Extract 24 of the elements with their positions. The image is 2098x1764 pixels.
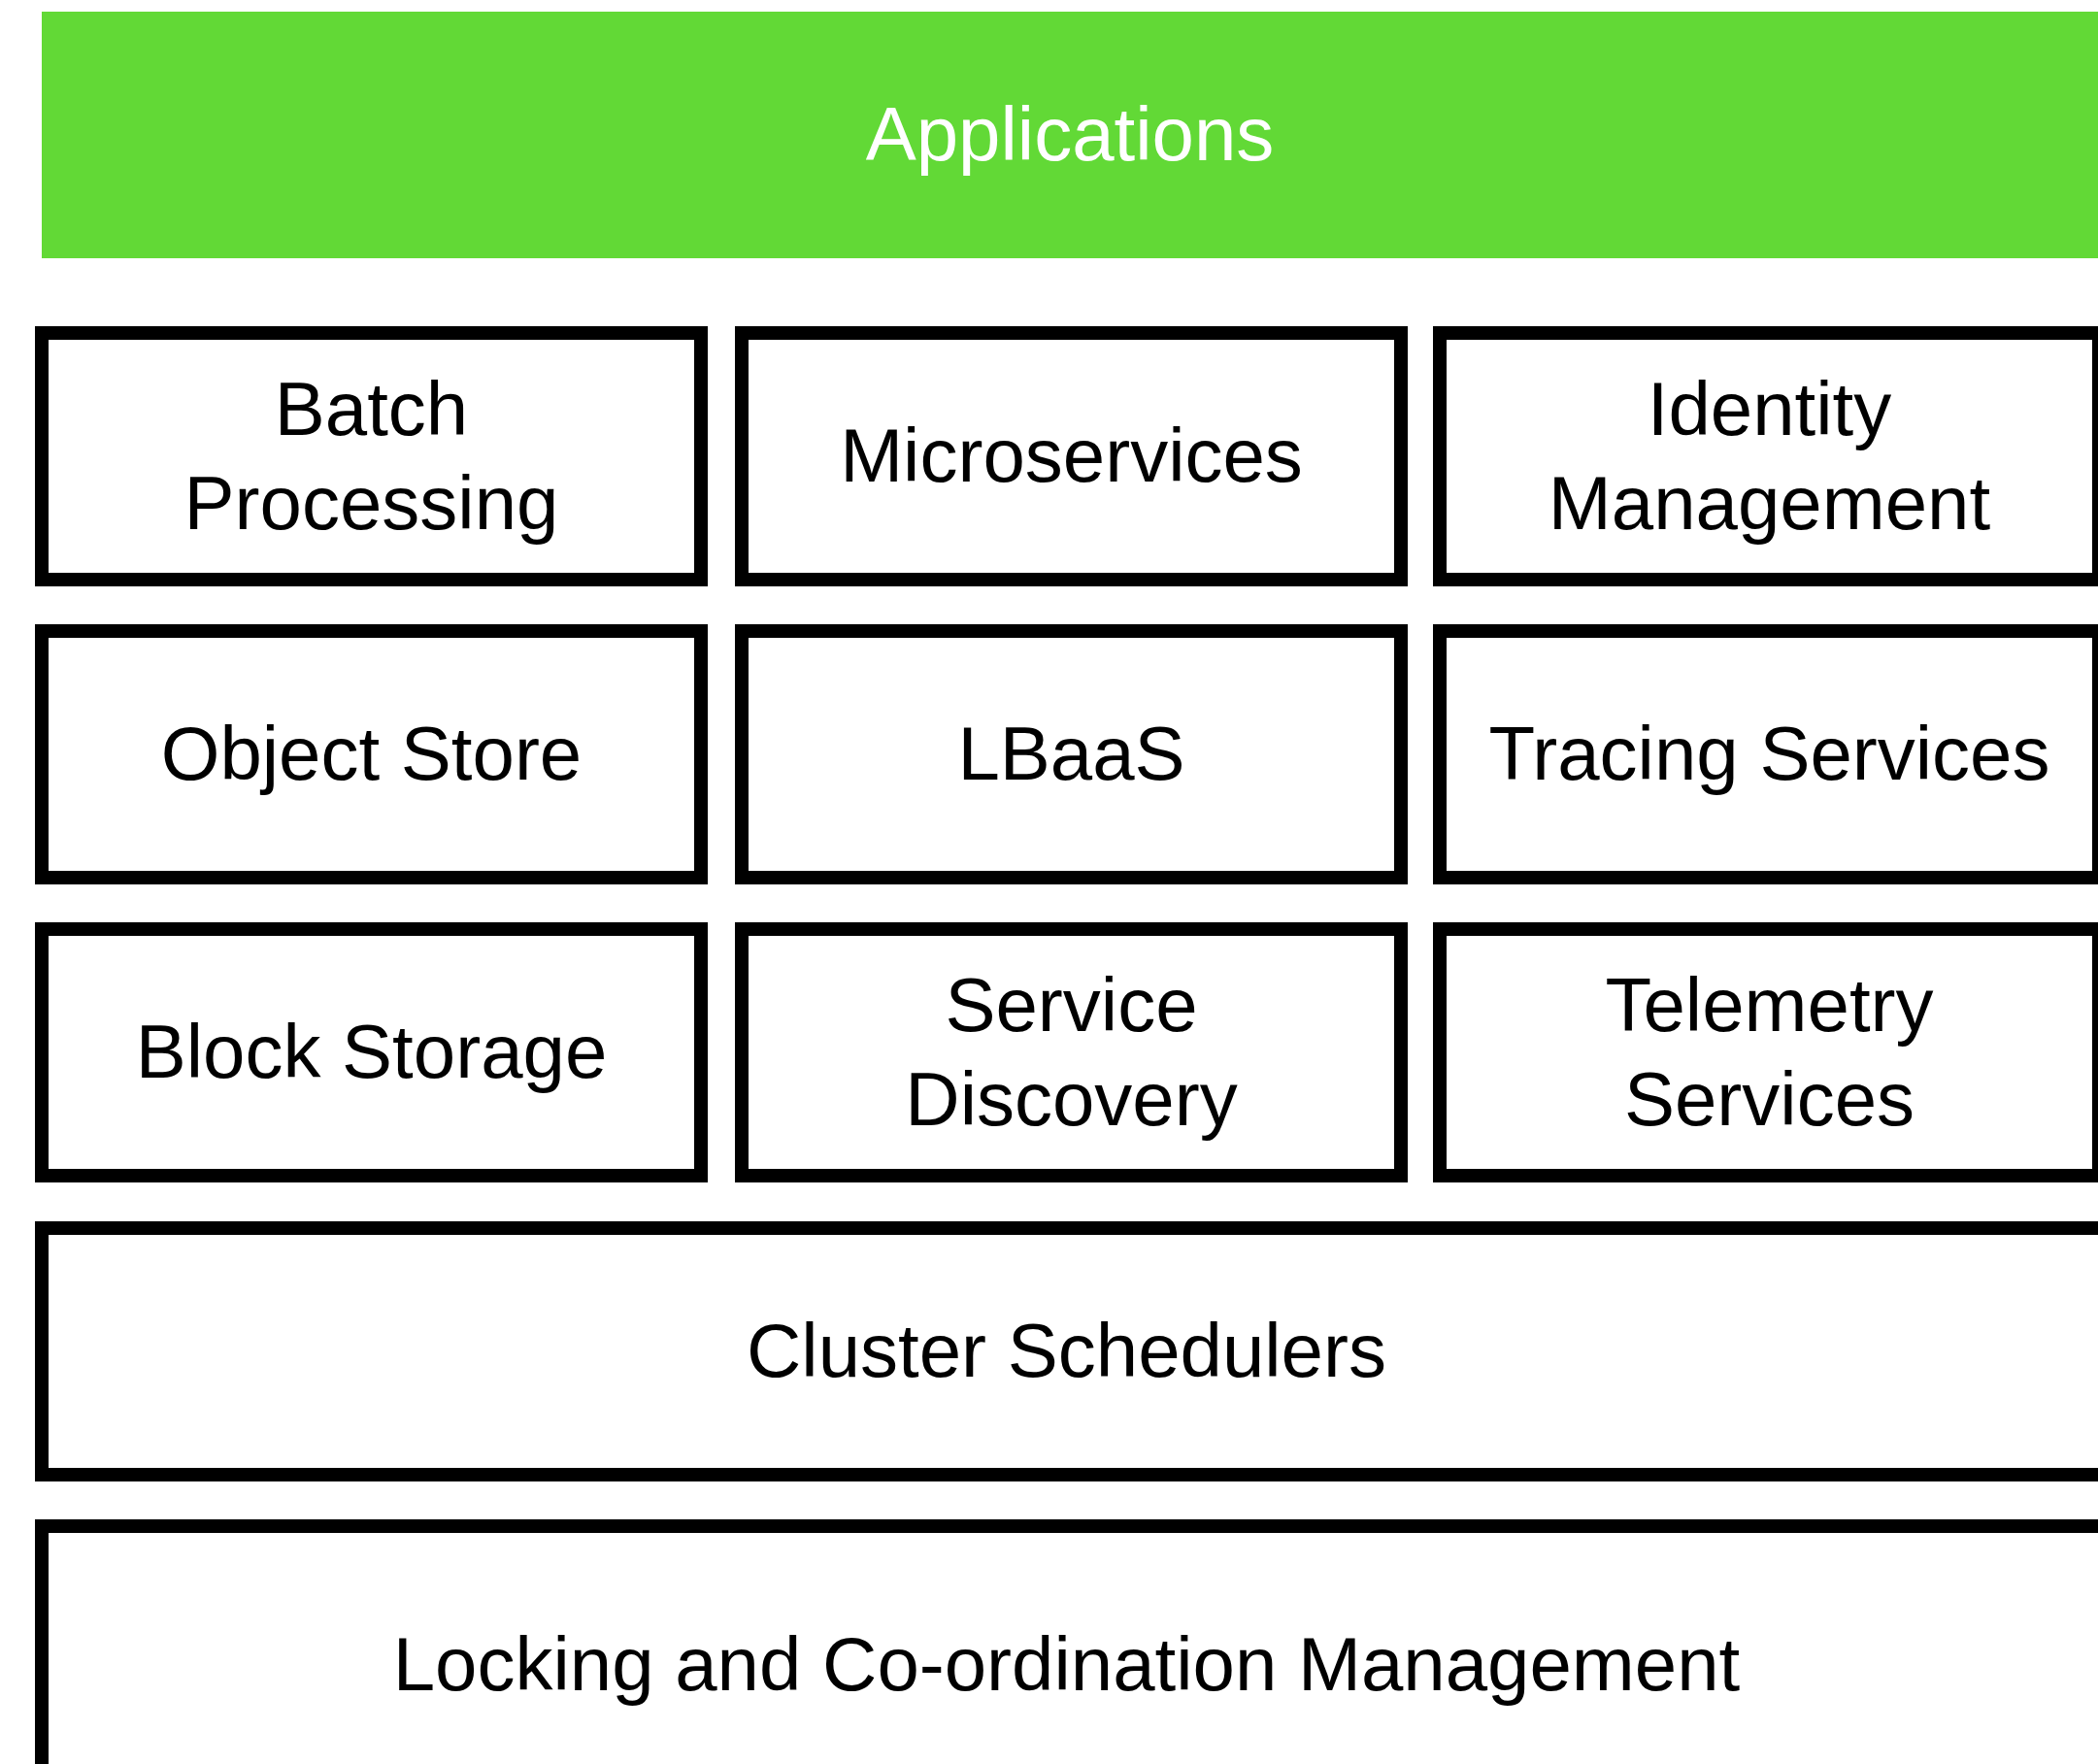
layer-label: Object Store: [160, 710, 583, 799]
layer-box: [735, 624, 1408, 884]
layer-label: Service Discovery: [904, 960, 1239, 1144]
layer-label: Locking and Co-ordination Management: [392, 1620, 1741, 1710]
layer-label: Telemetry Services: [1604, 960, 1935, 1144]
layer-box: [1433, 326, 2098, 586]
layer-box: [735, 326, 1408, 586]
layer-box: [1433, 624, 2098, 884]
layer-box: [35, 624, 708, 884]
layer-box: [35, 1221, 2098, 1481]
layer-box: [1433, 922, 2098, 1182]
layer-label: Applications: [865, 90, 1275, 180]
layer-label: Block Storage: [135, 1008, 608, 1097]
layer-label: LBaaS: [957, 710, 1185, 799]
layer-box: [35, 1519, 2098, 1764]
layer-label: Microservices: [840, 412, 1303, 501]
layer-box: [35, 326, 708, 586]
layer-label: Tracing Services: [1488, 710, 2050, 799]
layer-box: [735, 922, 1408, 1182]
layer-label: Batch Processing: [183, 364, 560, 548]
layer-band: [42, 12, 2098, 258]
layer-label: Identity Management: [1547, 364, 1992, 548]
layer-box: [35, 922, 708, 1182]
layer-label: Cluster Schedulers: [747, 1307, 1386, 1396]
